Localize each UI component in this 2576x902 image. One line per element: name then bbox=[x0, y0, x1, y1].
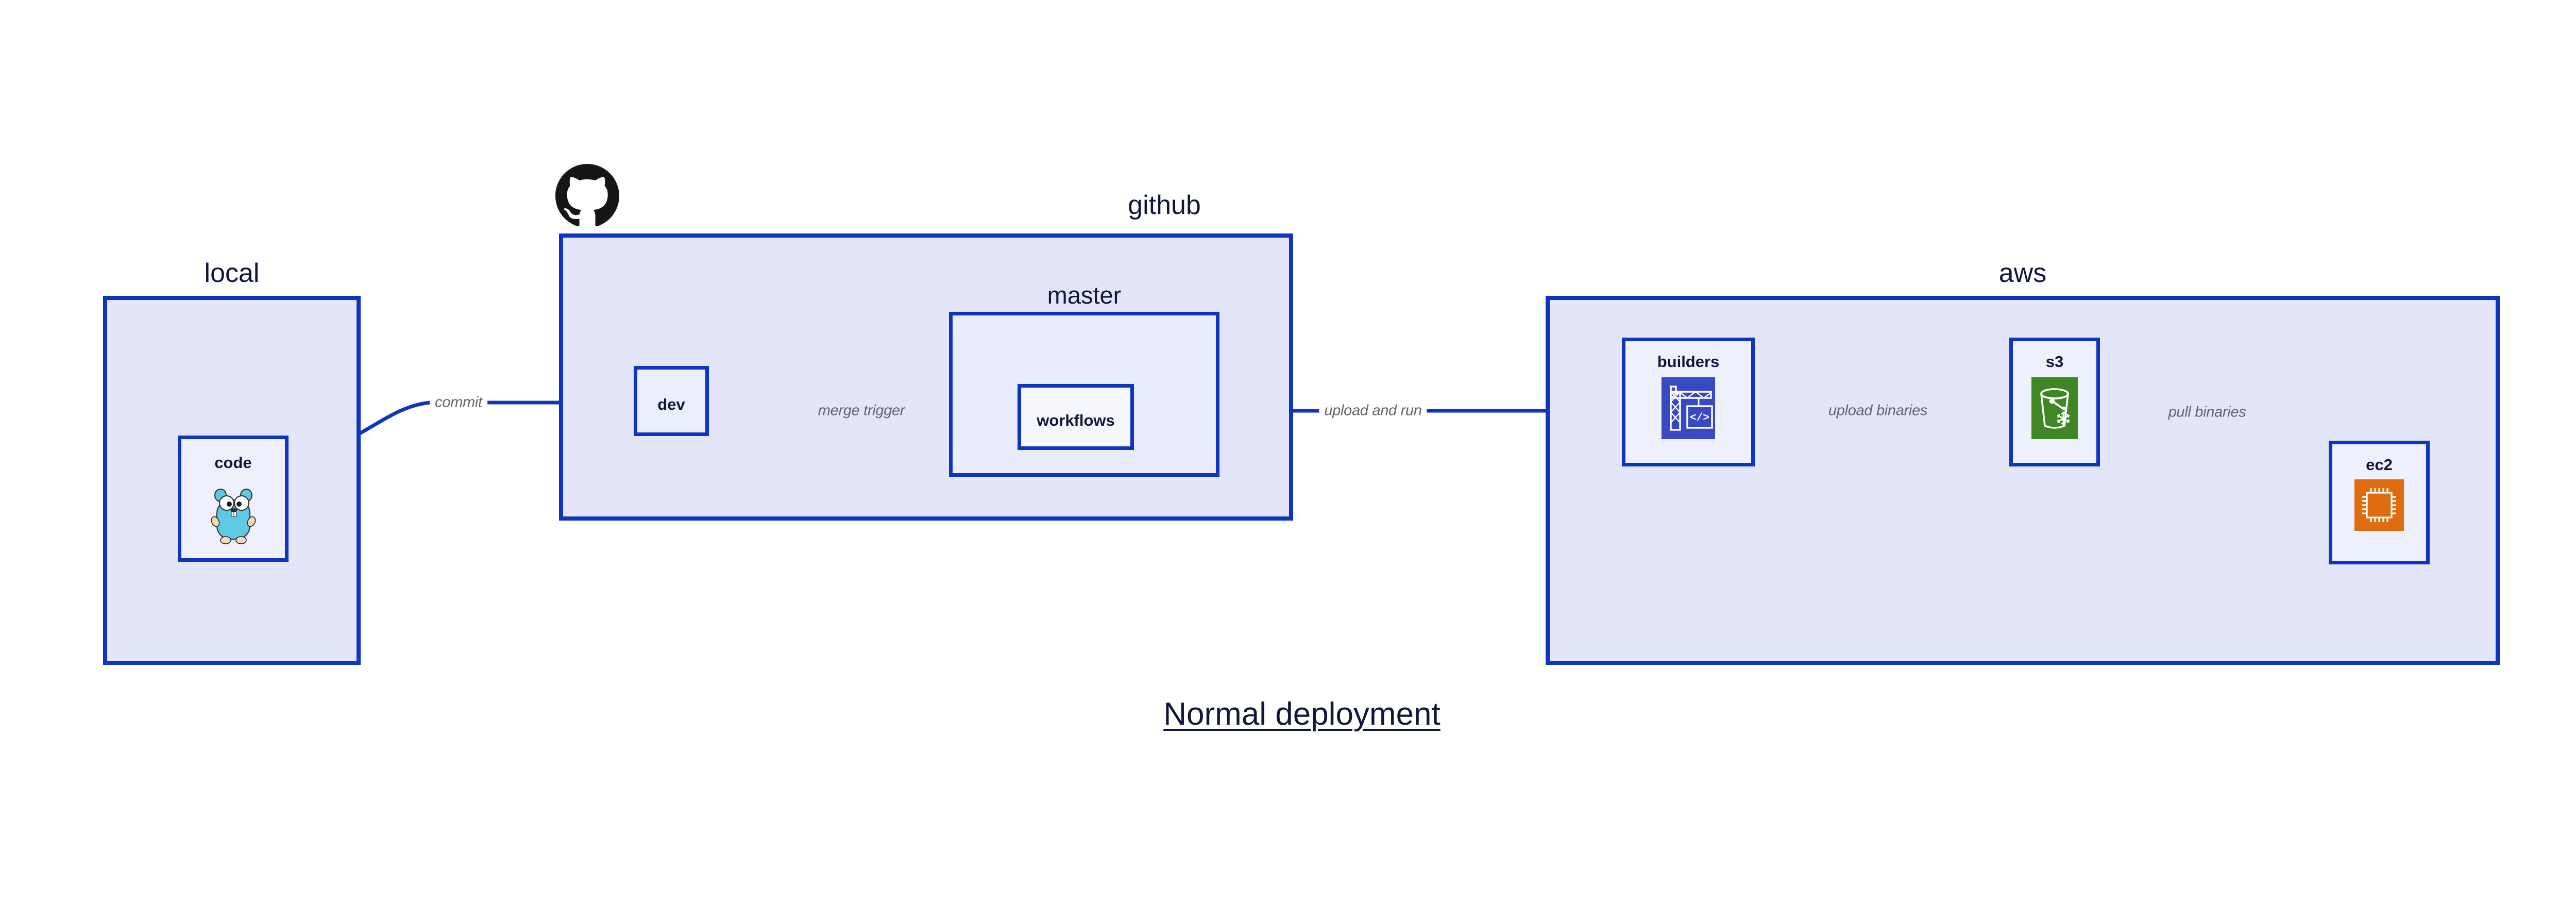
edge-label-upload-binaries: upload binaries bbox=[1823, 401, 1933, 421]
go-gopher-icon bbox=[209, 481, 258, 547]
crane-code-icon: </> bbox=[1662, 377, 1715, 439]
node-builders-label: builders bbox=[1657, 353, 1720, 371]
edge-label-pull-binaries: pull binaries bbox=[2163, 403, 2251, 422]
node-workflows[interactable]: workflows bbox=[1018, 384, 1134, 450]
node-dev-label: dev bbox=[657, 395, 685, 413]
node-workflows-label: workflows bbox=[1037, 411, 1115, 429]
node-code[interactable]: code bbox=[178, 436, 289, 562]
node-code-label: code bbox=[214, 454, 252, 472]
group-title-master: master bbox=[1047, 281, 1122, 309]
edge-label-merge-trigger: merge trigger bbox=[812, 401, 910, 421]
bucket-snowflake-icon bbox=[2031, 377, 2078, 439]
group-title-github: github bbox=[1128, 190, 1201, 220]
group-title-local: local bbox=[204, 258, 260, 288]
edge-label-commit: commit bbox=[430, 393, 487, 412]
node-ec2[interactable]: ec2 bbox=[2329, 441, 2430, 564]
edge-label-upload-and-run: upload and run bbox=[1319, 401, 1427, 421]
node-dev[interactable]: dev bbox=[634, 366, 709, 436]
node-ec2-label: ec2 bbox=[2366, 456, 2393, 474]
group-title-aws: aws bbox=[1998, 258, 2047, 288]
diagram-caption: Normal deployment bbox=[1163, 696, 1440, 732]
node-s3-label: s3 bbox=[2045, 353, 2064, 371]
node-s3[interactable]: s3 bbox=[2009, 338, 2100, 466]
cpu-chip-icon bbox=[2354, 479, 2404, 531]
github-octocat-icon bbox=[555, 164, 619, 228]
svg-text:</>: </> bbox=[1690, 412, 1709, 424]
node-builders[interactable]: builders </> bbox=[1622, 338, 1755, 466]
